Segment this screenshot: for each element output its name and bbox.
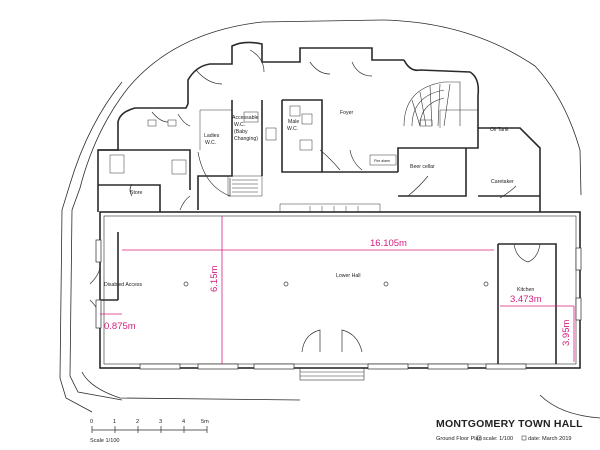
- scale-tick-4: 4: [182, 419, 185, 425]
- site-boundary: [59, 19, 600, 419]
- checkbox-date-icon: [521, 435, 527, 441]
- plan-title: MONTGOMERY TOWN HALL: [436, 418, 583, 430]
- scale-tick-3: 3: [159, 419, 162, 425]
- label-store: Store: [130, 190, 143, 196]
- building-walls: [97, 41, 581, 369]
- dimension-lines: [100, 216, 575, 364]
- label-oil-tank: Oil Tank: [490, 127, 509, 133]
- label-accessible-2: W.C.: [234, 122, 245, 128]
- subtitle-plan: Ground Floor Plan: [436, 436, 482, 442]
- entrance-steps: [299, 367, 365, 381]
- label-foyer: Foyer: [340, 110, 354, 116]
- scale-label: Scale 1/100: [90, 438, 120, 444]
- label-caretaker: Caretaker: [491, 179, 514, 185]
- label-lower-hall: Lower Hall: [336, 273, 361, 279]
- scale-bar: 0 1 2 3 4 5m Scale 1/100: [90, 419, 209, 444]
- label-ladies-1: Ladies: [204, 133, 220, 139]
- scale-tick-0: 0: [90, 419, 93, 425]
- label-male-2: W.C.: [287, 126, 298, 132]
- label-disabled-access: Disabled Access: [104, 282, 142, 288]
- dim-kitchen-width: 3.473m: [510, 294, 542, 305]
- label-accessible-4: Changing): [234, 136, 258, 142]
- scale-tick-1: 1: [113, 419, 116, 425]
- label-male-1: Male: [288, 119, 299, 125]
- subtitle-scale: scale: 1/100: [483, 436, 513, 442]
- checkbox-scale-icon: [476, 435, 482, 441]
- spiral-staircase: [403, 81, 461, 127]
- dim-kitchen-depth: 3.95m: [561, 320, 572, 346]
- dim-hall-length: 16.105m: [370, 238, 407, 249]
- scale-tick-5: 5m: [201, 419, 209, 425]
- label-accessible-1: Accessable: [232, 115, 259, 121]
- label-kitchen: Kitchen: [517, 287, 534, 293]
- subtitle-date: date: March 2019: [528, 436, 572, 442]
- dimension-labels: 16.105m 6.15m 0.875m 3.473m 3.95m: [104, 238, 572, 346]
- interior-detail: [109, 105, 478, 213]
- title-block: MONTGOMERY TOWN HALL Ground Floor Plan s…: [436, 418, 583, 442]
- dim-access-width: 0.875m: [104, 321, 136, 332]
- label-accessible-3: (Baby: [234, 129, 248, 135]
- columns: [183, 281, 489, 287]
- dim-hall-width: 6.15m: [209, 266, 220, 292]
- room-labels: Ladies W.C. Accessable W.C. (Baby Changi…: [104, 110, 534, 293]
- door-swings: [89, 49, 541, 353]
- label-beer-cellar: Beer cellar: [410, 164, 435, 170]
- label-ladies-2: W.C.: [205, 140, 216, 146]
- label-fire-alarm: Fire alarm: [374, 159, 390, 163]
- scale-tick-2: 2: [136, 419, 139, 425]
- hall-windows: [95, 239, 582, 370]
